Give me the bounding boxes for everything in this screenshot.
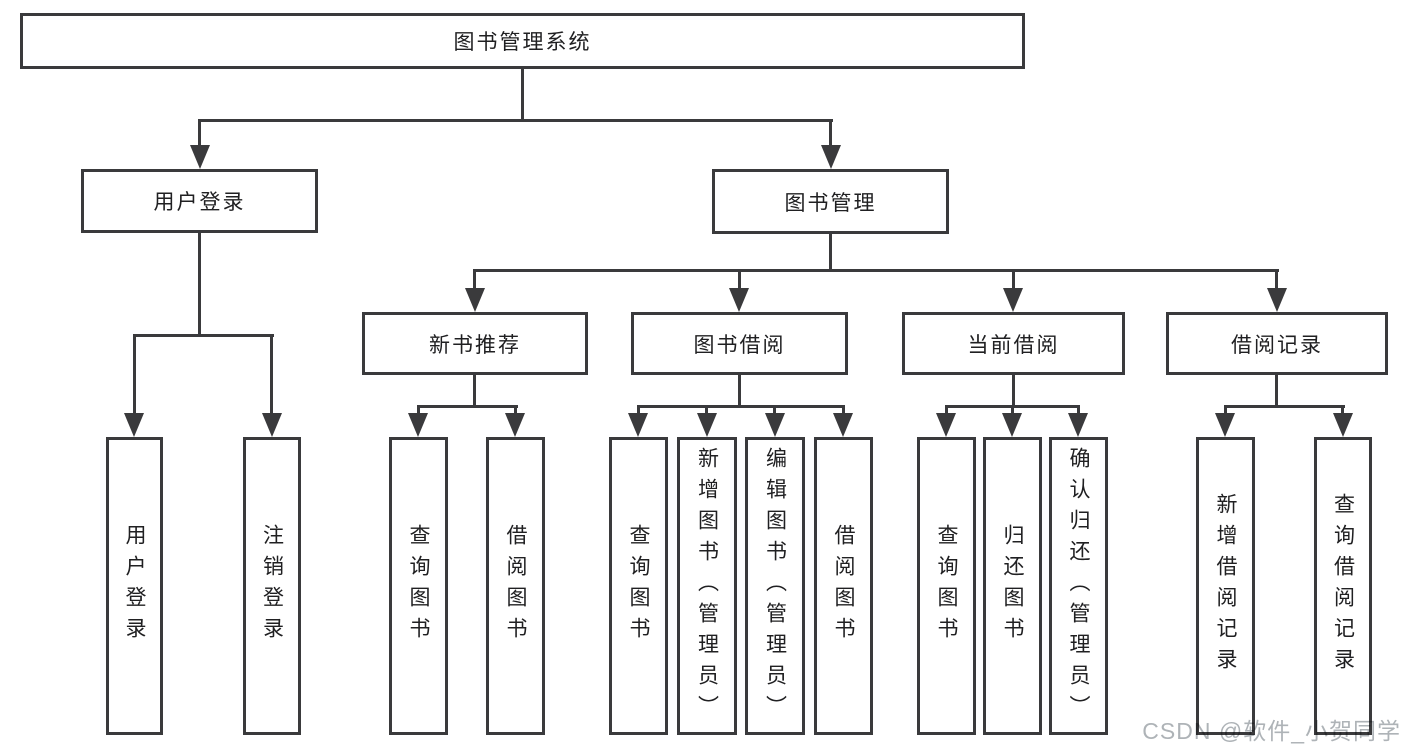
node-borrow-record: 借阅记录 [1166,312,1388,375]
connector-bookmgmt-stem-4 [1275,269,1278,290]
node-record-add-borrow-record: 新增借阅记录 [1196,437,1255,735]
arrowhead-new-book-recommend [465,288,485,312]
connector-borrow-vline [738,375,741,408]
arrowhead-user-login [190,145,210,169]
node-newbook-query-books: 查询图书 [389,437,448,735]
node-borrow-query-books-label: 查询图书 [627,524,651,648]
connector-root-vline [521,69,524,122]
node-record-query-borrow-record-label: 查询借阅记录 [1331,493,1355,679]
node-user-login-action: 用户登录 [106,437,163,735]
arrowhead-record-query [1333,413,1353,437]
node-record-add-borrow-record-label: 新增借阅记录 [1214,493,1238,679]
node-current-query-books: 查询图书 [917,437,976,735]
node-borrow-borrow-books: 借阅图书 [814,437,873,735]
connector-record-stem-1 [1224,405,1227,415]
connector-newbook-hline [417,405,518,408]
node-book-management: 图书管理 [712,169,949,234]
arrowhead-borrow-record [1267,288,1287,312]
arrowhead-logout-action [262,413,282,437]
connector-bookmgmt-stem-2 [738,269,741,290]
connector-borrow-hline [637,405,845,408]
node-borrow-add-books-admin: 新增图书（管理员） [677,437,737,735]
node-book-management-label: 图书管理 [784,191,877,215]
arrowhead-borrow-borrow [833,413,853,437]
arrowhead-newbook-borrow [505,413,525,437]
node-borrow-edit-books-admin: 编辑图书（管理员） [745,437,805,735]
connector-borrow-stem-1 [637,405,640,415]
connector-root-stem-right [829,119,832,147]
node-current-return-books-label: 归还图书 [1001,524,1025,648]
csdn-watermark: CSDN @软件_小贺同学 [1142,718,1401,744]
node-book-borrow: 图书借阅 [631,312,848,375]
connector-userlogin-vline [198,233,201,337]
node-borrow-add-books-admin-label: 新增图书（管理员） [695,446,719,726]
arrowhead-newbook-query [408,413,428,437]
node-user-login-action-label: 用户登录 [123,524,147,648]
node-record-query-borrow-record: 查询借阅记录 [1314,437,1372,735]
connector-current-stem-1 [945,405,948,415]
connector-current-vline [1012,375,1015,408]
connector-newbook-stem-1 [417,405,420,415]
connector-bookmgmt-hline [473,269,1279,272]
arrowhead-login-action [124,413,144,437]
connector-bookmgmt-stem-1 [473,269,476,290]
node-borrow-edit-books-admin-label: 编辑图书（管理员） [763,446,787,726]
connector-record-vline [1275,375,1278,408]
connector-borrow-stem-3 [773,405,776,415]
arrowhead-borrow-edit [765,413,785,437]
arrowhead-current-return [1002,413,1022,437]
node-current-confirm-return-admin-label: 确认归还（管理员） [1067,446,1091,726]
connector-current-stem-3 [1077,405,1080,415]
connector-borrow-stem-2 [705,405,708,415]
arrowhead-book-borrow [729,288,749,312]
connector-userlogin-hline [133,334,274,337]
node-logout-action: 注销登录 [243,437,301,735]
node-root-label: 图书管理系统 [453,31,592,54]
node-current-confirm-return-admin: 确认归还（管理员） [1049,437,1108,735]
node-newbook-borrow-books-label: 借阅图书 [504,524,528,648]
node-logout-action-label: 注销登录 [260,524,284,648]
arrowhead-current-borrow [1003,288,1023,312]
node-user-login-label: 用户登录 [153,191,246,214]
connector-record-hline [1224,405,1345,408]
connector-userlogin-stem-1 [133,334,136,415]
node-root-system: 图书管理系统 [20,13,1025,69]
node-current-query-books-label: 查询图书 [935,524,959,648]
connector-borrow-stem-4 [842,405,845,415]
arrowhead-current-query [936,413,956,437]
node-user-login: 用户登录 [81,169,318,233]
node-book-borrow-label: 图书借阅 [693,333,786,357]
connector-current-stem-2 [1011,405,1014,415]
connector-bookmgmt-stem-3 [1012,269,1015,290]
connector-newbook-vline [473,375,476,408]
connector-root-stem-left [198,119,201,147]
arrowhead-borrow-add [697,413,717,437]
node-current-return-books: 归还图书 [983,437,1042,735]
connector-bookmgmt-vline [829,234,832,272]
connector-root-hline [198,119,833,122]
arrowhead-record-add [1215,413,1235,437]
connector-newbook-stem-2 [514,405,517,415]
node-new-book-recommend: 新书推荐 [362,312,588,375]
node-newbook-query-books-label: 查询图书 [407,524,431,648]
connector-userlogin-stem-2 [270,334,273,415]
connector-record-stem-2 [1341,405,1344,415]
node-newbook-borrow-books: 借阅图书 [486,437,545,735]
node-new-book-recommend-label: 新书推荐 [429,333,521,357]
arrowhead-book-management [821,145,841,169]
node-borrow-query-books: 查询图书 [609,437,668,735]
node-current-borrow-label: 当前借阅 [967,333,1060,357]
node-borrow-borrow-books-label: 借阅图书 [832,524,856,648]
node-borrow-record-label: 借阅记录 [1231,333,1323,357]
arrowhead-current-confirm [1068,413,1088,437]
node-current-borrow: 当前借阅 [902,312,1125,375]
arrowhead-borrow-query [628,413,648,437]
